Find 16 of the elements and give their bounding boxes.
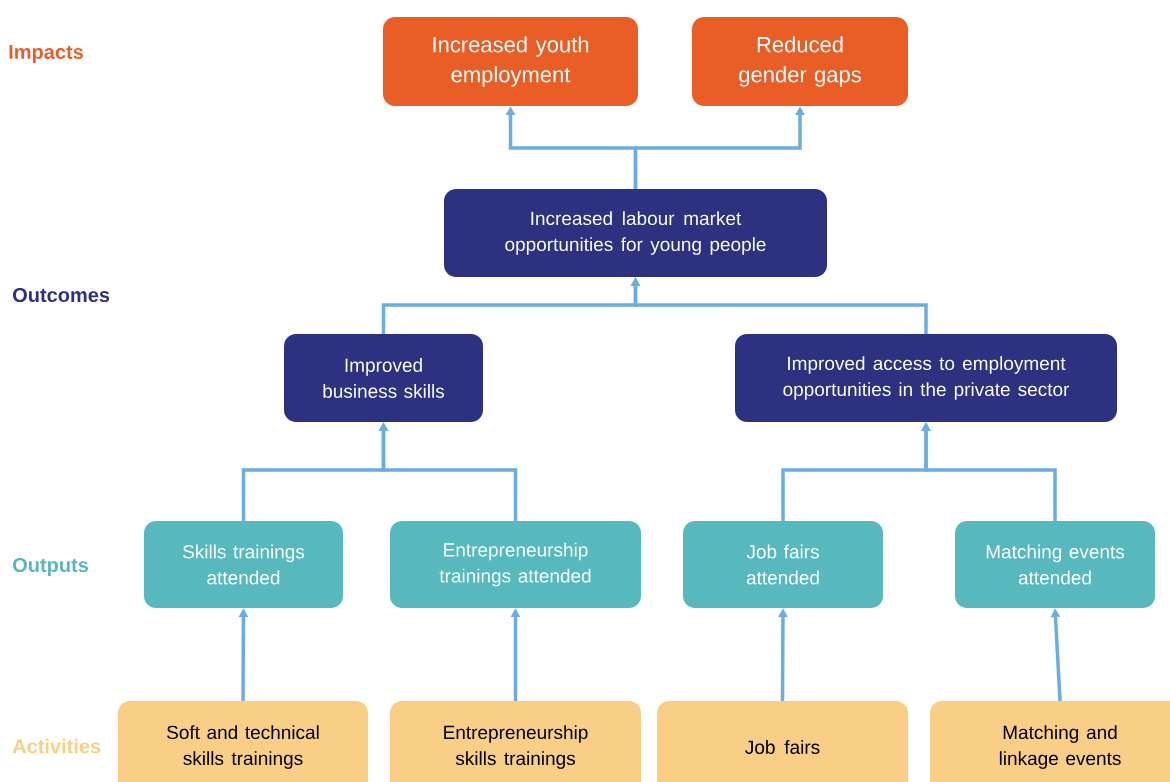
activity-box: Entrepreneurship skills trainings <box>390 701 641 782</box>
outcome-box: Increased labour market opportunities for young people <box>444 189 827 277</box>
level-label: Outputs <box>13 557 89 577</box>
output-box: Job fairs attended <box>683 521 883 608</box>
impact-box: Increased youth employment <box>383 17 638 106</box>
level-label: Outcomes <box>13 287 110 303</box>
output-box: Entrepreneurship trainings attended <box>390 521 641 608</box>
activity-box: Matching and linkage events <box>930 701 1170 782</box>
level-label: Impacts <box>9 45 83 63</box>
impact-box: Reduced gender gaps <box>692 17 908 106</box>
outcome-box: Improved access to employment opportunities in the private sector <box>735 334 1117 422</box>
output-box: Matching events attended <box>955 521 1155 608</box>
activity-box: Soft and technical skills trainings <box>118 701 368 782</box>
output-box: Skills trainings attended <box>144 521 343 608</box>
outcome-box: Improved business skills <box>284 334 483 422</box>
activity-box: Job fairs <box>657 701 908 782</box>
